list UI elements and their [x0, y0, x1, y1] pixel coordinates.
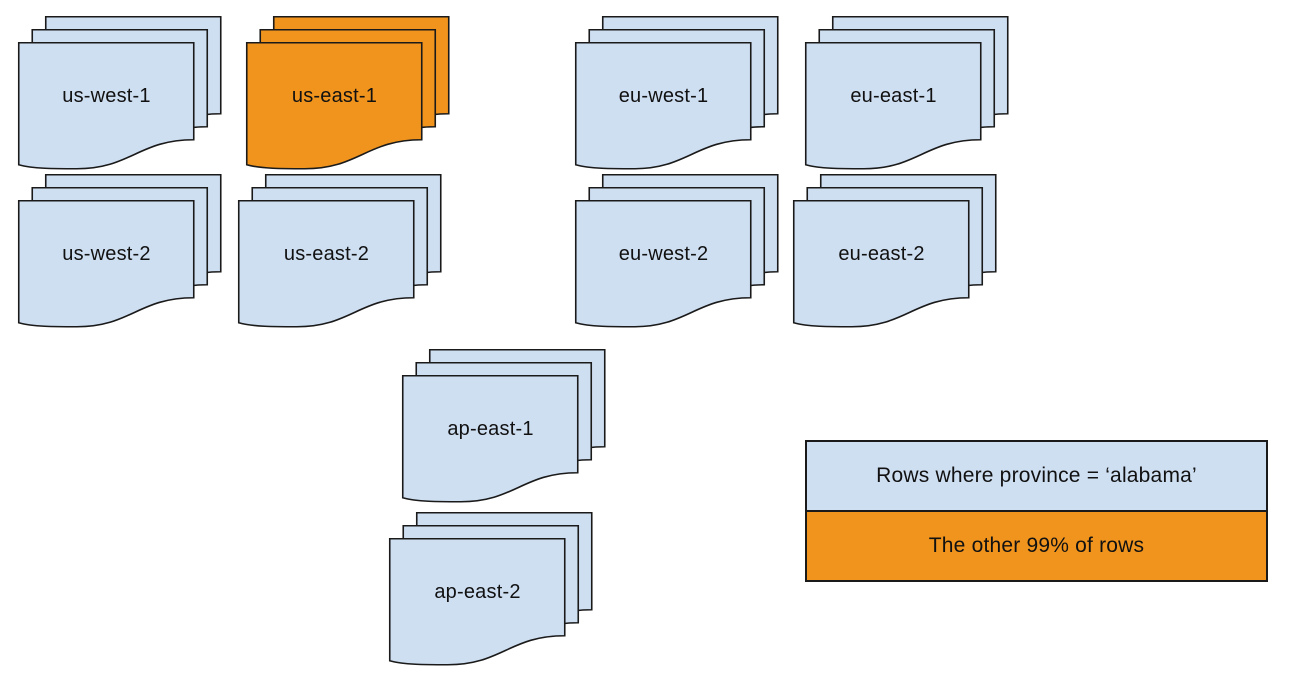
document-stack-icon [792, 173, 997, 328]
document-stack-icon [574, 15, 779, 170]
region-stack-us-west-2: us-west-2 [17, 173, 230, 334]
document-stack-icon [804, 15, 1009, 170]
region-stack-eu-west-1: eu-west-1 [574, 15, 787, 176]
document-stack-icon [388, 511, 593, 666]
region-stack-ap-east-2: ap-east-2 [388, 511, 601, 672]
region-label: us-west-2 [62, 242, 151, 265]
region-label: ap-east-2 [434, 580, 521, 603]
region-stack-eu-east-1: eu-east-1 [804, 15, 1017, 176]
region-label: ap-east-1 [447, 417, 534, 440]
region-label: eu-east-2 [838, 242, 925, 265]
legend-item-label: The other 99% of rows [928, 534, 1145, 557]
region-stack-us-east-1: us-east-1 [245, 15, 458, 176]
region-stack-ap-east-1: ap-east-1 [401, 348, 614, 509]
region-label: eu-west-2 [618, 242, 709, 265]
region-label: us-east-2 [283, 242, 370, 265]
region-label: us-east-1 [291, 84, 378, 107]
region-stack-eu-east-2: eu-east-2 [792, 173, 1005, 334]
region-label: us-west-1 [62, 84, 151, 107]
region-stack-eu-west-2: eu-west-2 [574, 173, 787, 334]
document-stack-icon [574, 173, 779, 328]
document-stack-icon [17, 173, 222, 328]
legend-item-label: Rows where province = ‘alabama’ [876, 464, 1197, 487]
document-stack-icon [245, 15, 450, 170]
region-label: eu-west-1 [618, 84, 709, 107]
legend-item-other-rows: The other 99% of rows [807, 510, 1266, 580]
document-stack-icon [401, 348, 606, 503]
document-stack-icon [17, 15, 222, 170]
region-stack-us-east-2: us-east-2 [237, 173, 450, 334]
legend: Rows where province = ‘alabama’ The othe… [805, 440, 1268, 582]
region-label: eu-east-1 [850, 84, 937, 107]
region-stack-us-west-1: us-west-1 [17, 15, 230, 176]
document-stack-icon [237, 173, 442, 328]
legend-item-alabama-rows: Rows where province = ‘alabama’ [807, 442, 1266, 510]
